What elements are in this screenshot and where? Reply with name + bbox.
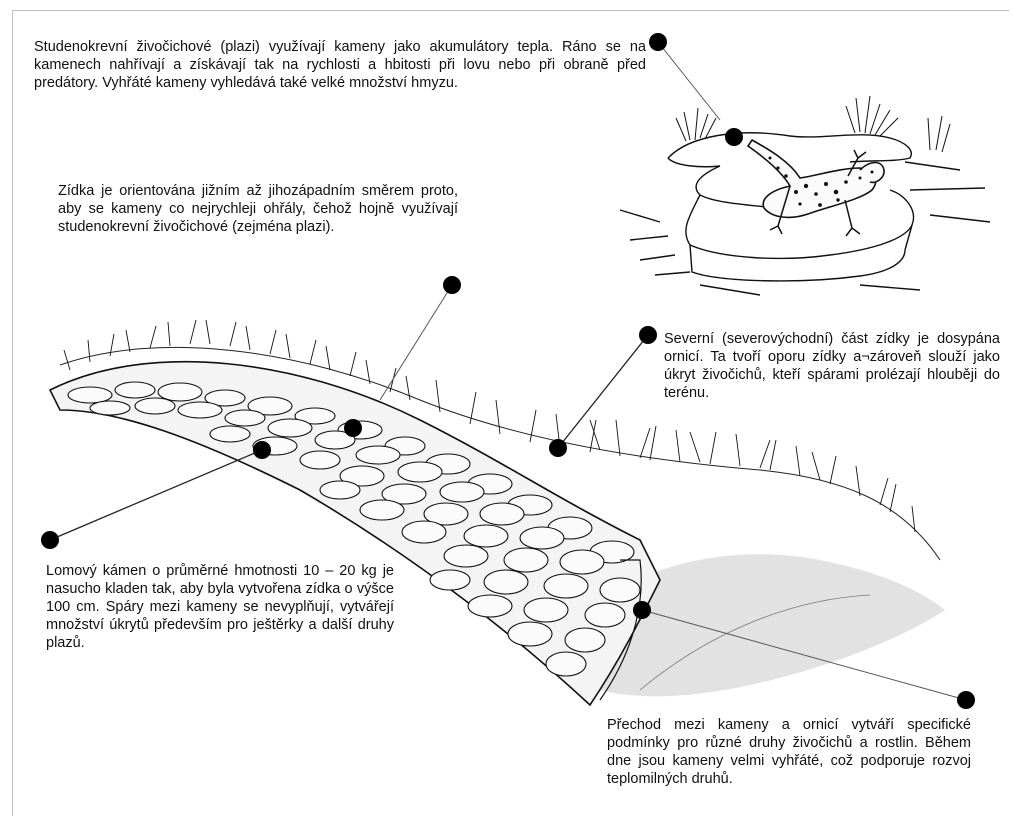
callout-marker-icon [549,439,567,457]
leader-line-orientation [380,285,452,400]
callout-marker-icon [639,326,657,344]
annotation-north-side: Severní (severovýchodní) část zídky je d… [664,330,1000,402]
callout-marker-icon [633,601,651,619]
lizard-icon [748,140,884,236]
callout-marker-icon [344,419,362,437]
annotation-orientation: Zídka je orientována jižním až jihozápad… [58,182,458,236]
callout-marker-icon [957,691,975,709]
leader-line-stone [50,450,262,540]
leader-line-north-side [558,335,648,448]
annotation-transition: Přechod mezi kameny a ornicí vytváří spe… [607,716,971,788]
callout-marker-icon [41,531,59,549]
leader-line-reptiles [658,42,720,120]
annotation-stone: Lomový kámen o průměrné hmotnosti 10 – 2… [46,562,394,652]
callout-marker-icon [253,441,271,459]
callout-marker-icon [443,276,461,294]
annotation-reptiles: Studenokrevní živočichové (plazi) využív… [34,38,646,92]
lizard-on-stones-illustration [620,96,990,295]
callout-marker-icon [649,33,667,51]
callout-marker-icon [725,128,743,146]
